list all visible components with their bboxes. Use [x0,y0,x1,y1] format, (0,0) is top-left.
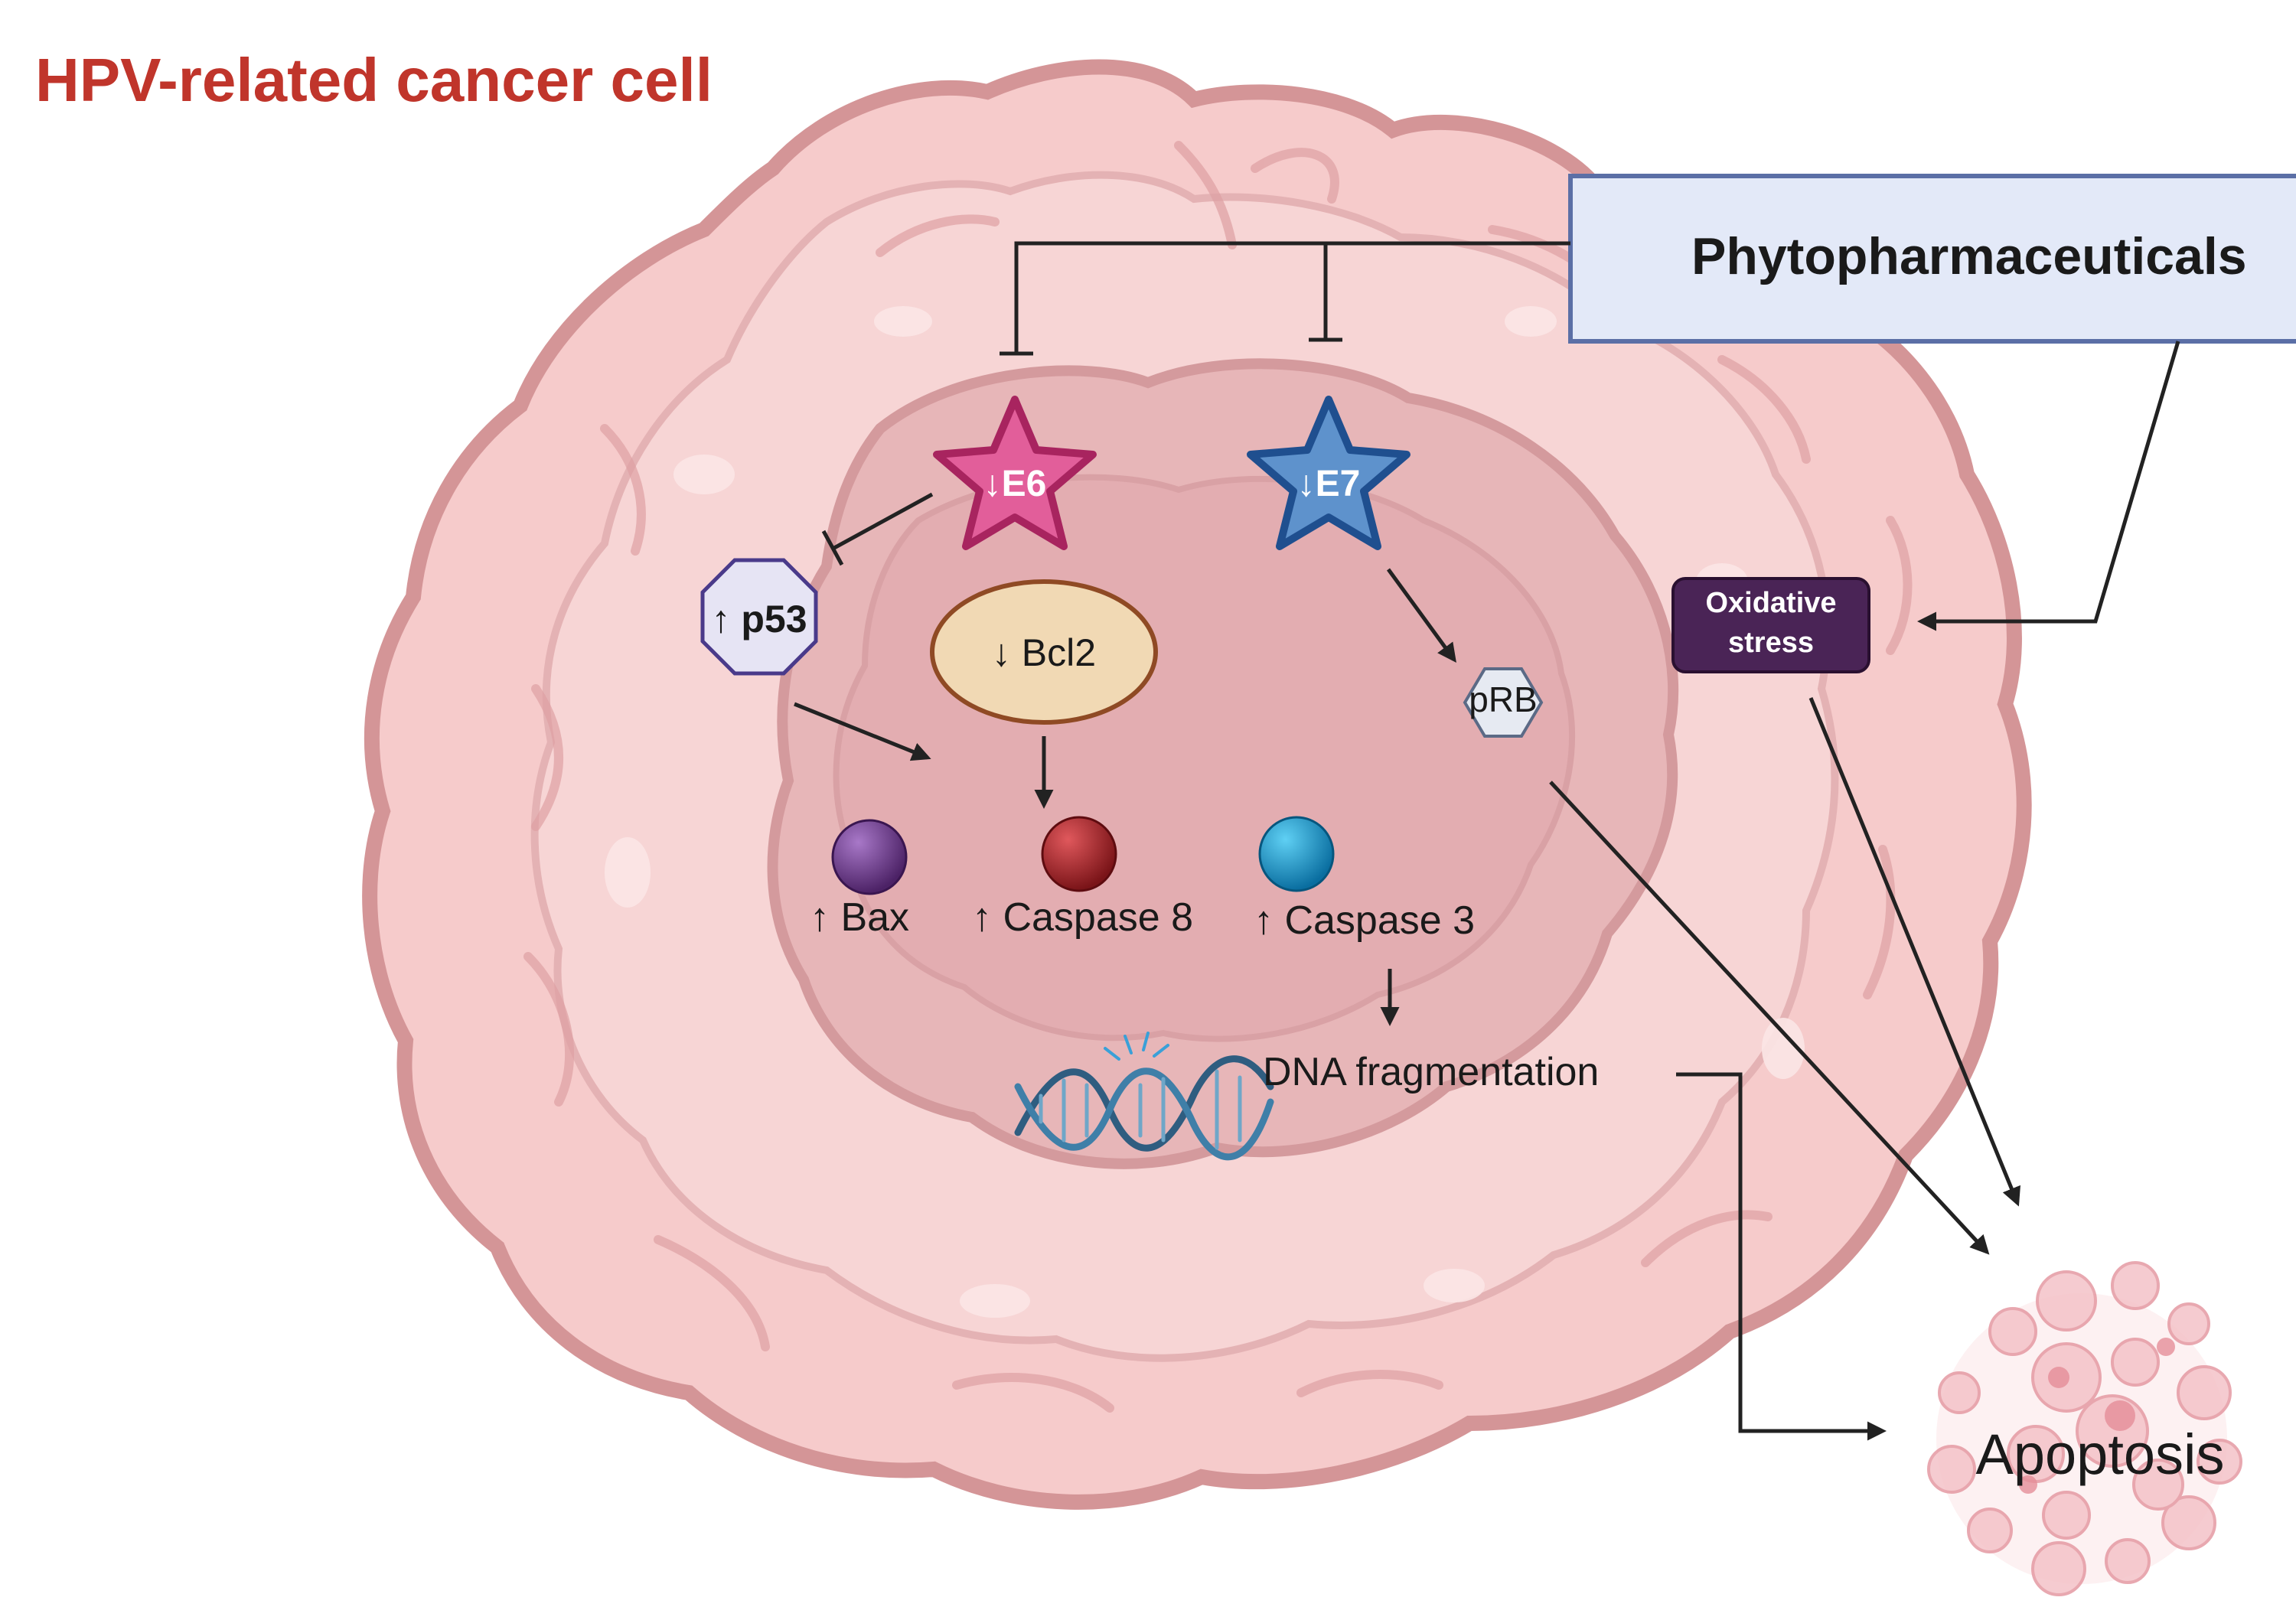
caspase8-sphere [1041,816,1117,892]
e6-star [933,396,1097,550]
bax-sphere [831,819,908,895]
bax-label: ↑ Bax [810,895,909,940]
p53-to-bax-arrow [794,702,931,761]
dna-to-apoptosis-arrow [1676,1072,1887,1441]
e6-inhibits-p53 [821,492,934,566]
prb-hexagon [1463,667,1544,738]
bcl2-label: ↓ Bcl2 [992,631,1096,674]
p53-octagon [700,558,818,676]
oxidative-stress-box: Oxidative stress [1671,577,1870,673]
prb-node: pRB [1463,667,1544,738]
caspase3-sphere [1258,816,1335,892]
e7-star [1247,396,1411,550]
caspase8-node: ↑ Caspase 8 [972,816,1193,940]
bax-node: ↑ Bax [810,819,909,940]
bcl2-ellipse [930,579,1158,725]
caspase3-label: ↑ Caspase 3 [1254,898,1475,943]
e7-to-prb-arrow [1386,568,1456,663]
p53-label: ↑ p53 [711,598,807,641]
caspase8-label: ↑ Caspase 8 [972,895,1193,940]
nucleus [767,358,1679,1169]
oxidative-stress-line1: Oxidative [1705,587,1836,619]
p53-node: ↑ p53 [700,558,818,676]
phytopharmaceuticals-label: Phytopharmaceuticals [1691,227,2247,285]
dna-fragmentation-label: DNA fragmentation [1263,1050,1599,1094]
dna-helix-icon [1014,1032,1274,1161]
e7-node: ↓E7 [1247,396,1411,550]
oxidative-to-apoptosis-arrow [1808,697,2020,1207]
phyto-to-e6-line [1014,241,1570,354]
e6-node: ↓E6 [933,396,1097,550]
prb-to-apoptosis-arrow [1549,781,1990,1255]
caspase3-node: ↑ Caspase 3 [1254,816,1475,943]
prb-label: pRB [1469,680,1537,719]
e6-label: ↓E6 [983,464,1047,504]
nucleus-inner [833,474,1576,1042]
membrane-folds [523,141,1913,1413]
pathway-arrows [794,568,2020,1441]
phytopharmaceuticals-box: Phytopharmaceuticals [1568,174,2296,344]
phyto-to-oxidative-line [1917,341,2180,631]
apoptosis-label: Apoptosis [1976,1423,2225,1486]
bcl2-node: ↓ Bcl2 [930,579,1158,725]
e7-label: ↓E7 [1297,464,1361,504]
apoptotic-cell-icon [1927,1261,2242,1596]
oxidative-stress-line2: stress [1728,627,1814,659]
phyto-inhibition-lines [1000,241,2180,631]
page-title: HPV-related cancer cell [35,46,713,114]
